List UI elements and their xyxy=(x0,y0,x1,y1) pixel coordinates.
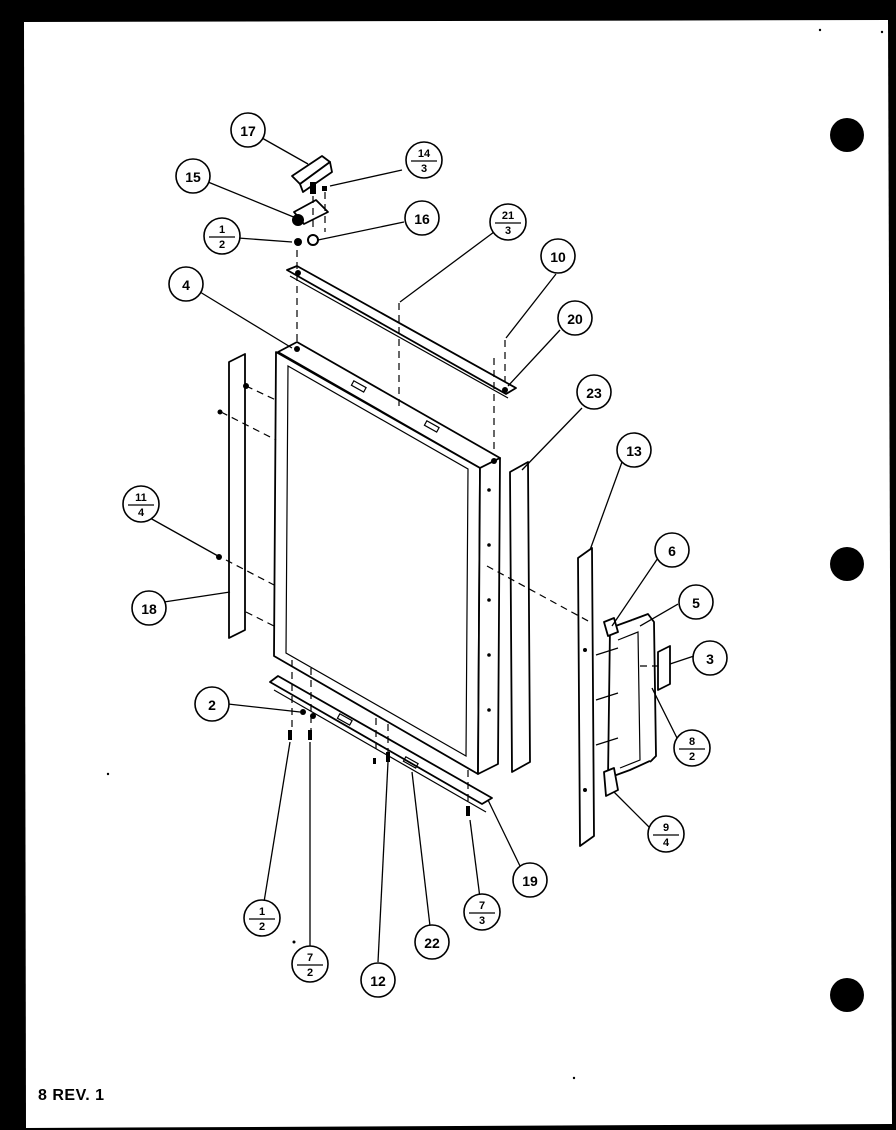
svg-text:4: 4 xyxy=(138,507,145,519)
svg-text:17: 17 xyxy=(240,123,256,139)
svg-text:3: 3 xyxy=(505,225,511,237)
callout-15: 15 xyxy=(175,158,211,194)
svg-text:10: 10 xyxy=(550,249,566,265)
svg-text:4: 4 xyxy=(182,277,190,293)
svg-text:19: 19 xyxy=(522,873,538,889)
svg-text:3: 3 xyxy=(421,163,427,175)
alignment-lines xyxy=(220,192,658,806)
callout-1-over-2-top: 1 2 xyxy=(203,217,241,255)
svg-text:6: 6 xyxy=(668,543,676,559)
svg-text:5: 5 xyxy=(692,595,700,611)
callout-10: 10 xyxy=(540,238,576,274)
binder-hole-bottom xyxy=(830,978,864,1012)
top-hinge-assembly xyxy=(291,155,333,246)
door-handle xyxy=(595,613,657,797)
svg-text:16: 16 xyxy=(414,211,430,227)
callout-12: 12 xyxy=(360,962,396,998)
callout-6: 6 xyxy=(654,532,690,568)
svg-text:21: 21 xyxy=(502,210,514,222)
leader-lines xyxy=(149,137,695,963)
svg-text:7: 7 xyxy=(307,952,313,964)
callout-3: 3 xyxy=(692,640,728,676)
bottom-hinge-bar xyxy=(269,675,493,813)
svg-text:1: 1 xyxy=(259,906,265,918)
svg-text:23: 23 xyxy=(586,385,602,401)
callout-19: 19 xyxy=(512,862,548,898)
handle-mounting-strip xyxy=(577,547,595,847)
callout-5: 5 xyxy=(678,584,714,620)
svg-text:2: 2 xyxy=(689,751,695,763)
top-hinge-bar xyxy=(286,265,517,399)
svg-text:1: 1 xyxy=(219,224,225,236)
handle-trim-piece xyxy=(657,645,671,691)
svg-text:13: 13 xyxy=(626,443,642,459)
binder-hole-middle xyxy=(830,547,864,581)
svg-text:20: 20 xyxy=(567,311,583,327)
revision-label: 8 REV. 1 xyxy=(38,1087,105,1104)
callout-4: 4 xyxy=(168,266,204,302)
svg-text:22: 22 xyxy=(424,935,440,951)
svg-text:9: 9 xyxy=(663,822,669,834)
svg-text:18: 18 xyxy=(141,601,157,617)
svg-text:3: 3 xyxy=(479,915,485,927)
binder-hole-top xyxy=(830,118,864,152)
svg-text:12: 12 xyxy=(370,973,386,989)
callout-9-over-4: 9 4 xyxy=(647,815,685,853)
callout-14-over-3: 14 3 xyxy=(405,141,443,179)
bottom-screws xyxy=(288,730,470,816)
callout-8-over-2: 8 2 xyxy=(673,729,711,767)
callout-22: 22 xyxy=(414,924,450,960)
callout-20: 20 xyxy=(557,300,593,336)
callout-11-over-4: 11 4 xyxy=(122,485,160,523)
callout-18: 18 xyxy=(131,590,167,626)
callout-7-over-3: 7 3 xyxy=(463,893,501,931)
callout-2: 2 xyxy=(194,686,230,722)
callout-1-over-2-bottom: 1 2 xyxy=(243,899,281,937)
left-trim-strip xyxy=(216,353,249,639)
callout-21-over-3: 21 3 xyxy=(489,203,527,241)
callout-7-over-2: 7 2 xyxy=(291,945,329,983)
svg-text:2: 2 xyxy=(259,921,265,933)
svg-text:2: 2 xyxy=(307,967,313,979)
svg-text:3: 3 xyxy=(706,651,714,667)
svg-text:8: 8 xyxy=(689,736,695,748)
callout-23: 23 xyxy=(576,374,612,410)
callout-17: 17 xyxy=(230,112,266,148)
door-panel xyxy=(273,341,501,775)
svg-text:7: 7 xyxy=(479,900,485,912)
svg-text:4: 4 xyxy=(663,837,670,849)
svg-text:11: 11 xyxy=(135,492,147,504)
svg-text:2: 2 xyxy=(208,697,216,713)
svg-text:2: 2 xyxy=(219,239,225,251)
callout-13: 13 xyxy=(616,432,652,468)
svg-text:15: 15 xyxy=(185,169,201,185)
svg-text:14: 14 xyxy=(418,148,431,160)
right-trim-strip xyxy=(509,461,531,773)
callout-16: 16 xyxy=(404,200,440,236)
